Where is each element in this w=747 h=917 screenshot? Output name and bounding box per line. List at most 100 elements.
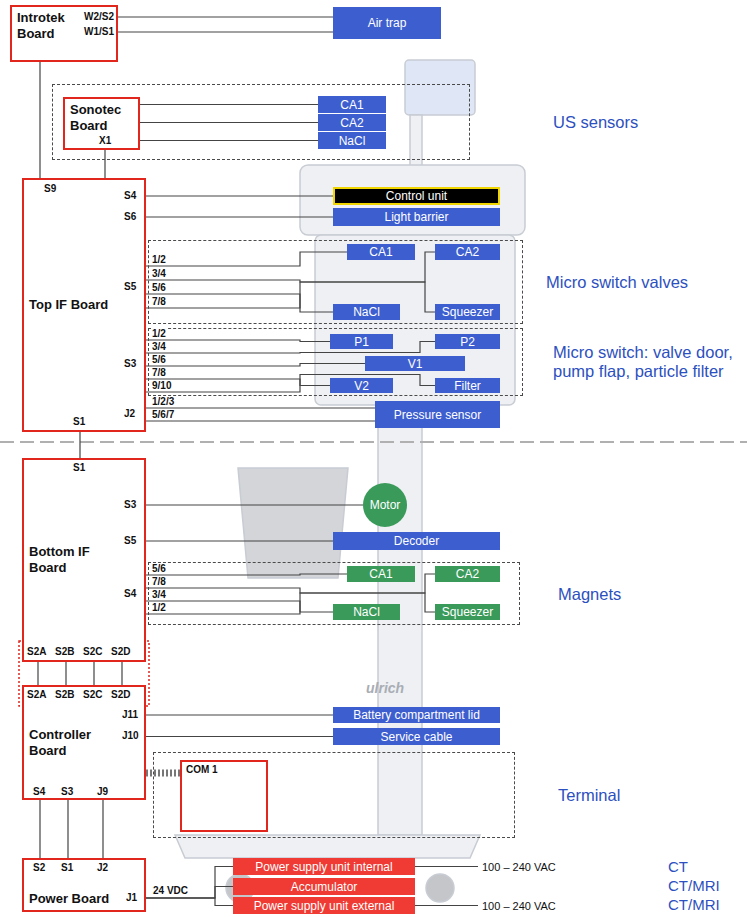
wire xyxy=(146,867,233,899)
wire xyxy=(118,16,333,17)
group-label: US sensors xyxy=(553,113,703,132)
pin-label: 5/6/7 xyxy=(151,409,175,420)
node-label: Power Board xyxy=(29,891,114,907)
node-label: CA1 xyxy=(369,567,392,581)
node-label: NaCl xyxy=(339,134,366,148)
pin-label: S2B xyxy=(55,646,74,657)
pin-label: 9/10 xyxy=(151,380,172,391)
wire xyxy=(146,375,435,393)
pin-label: S2D xyxy=(111,689,130,700)
wire xyxy=(146,898,233,906)
wire xyxy=(140,122,318,123)
wire xyxy=(102,800,103,858)
pin-label: 7/8 xyxy=(151,576,167,587)
serial-cable xyxy=(146,770,180,777)
wire xyxy=(79,432,80,458)
pin-label: S4 xyxy=(124,190,136,201)
node-label: Top IF Board xyxy=(29,297,114,313)
switch-box: Filter xyxy=(435,378,500,393)
pin-label: W1/S1 xyxy=(84,26,114,37)
group-label: Micro switch valves xyxy=(546,273,741,292)
node-label: Accumulator xyxy=(291,880,358,894)
pin-label: S3 xyxy=(61,786,73,797)
wire xyxy=(146,574,347,575)
sensor-group: US sensorsSonotec BoardCA1CA2NaCl xyxy=(52,84,470,160)
pin-label: 7/8 xyxy=(151,367,167,378)
switch-box: V1 xyxy=(365,356,465,371)
pin-label: J1 xyxy=(126,892,137,903)
wire xyxy=(146,195,333,196)
node-label: CA2 xyxy=(456,567,479,581)
wire xyxy=(146,420,375,421)
pin-label: 3/4 xyxy=(151,589,167,600)
mains-wire xyxy=(415,866,478,867)
voltage-label: 100 – 240 VAC xyxy=(482,900,556,912)
switch-box: Squeezer xyxy=(435,304,500,320)
pin-label: 1/2 xyxy=(151,602,167,613)
node-label: Squeezer xyxy=(442,305,493,319)
wire xyxy=(65,662,66,685)
pin-label: S5 xyxy=(124,535,136,546)
pin-label: J9 xyxy=(97,786,108,797)
node-label: Decoder xyxy=(394,534,439,548)
wheel xyxy=(426,874,454,902)
stand-pole xyxy=(378,405,422,835)
system-label: CT xyxy=(668,858,688,876)
pin-label: 1/2 xyxy=(151,328,167,339)
control-unit-box: Control unit xyxy=(333,187,500,205)
pin-label: J2 xyxy=(97,862,108,873)
node-label: P2 xyxy=(460,335,475,349)
magnet-box: CA2 xyxy=(435,566,500,582)
pin-label: S2D xyxy=(111,646,130,657)
magnet-box: Squeezer xyxy=(435,604,500,620)
wire xyxy=(121,662,122,685)
display-arm xyxy=(410,115,422,170)
connector-box: Service cable xyxy=(333,728,500,745)
terminal-port: COM 1 xyxy=(180,760,268,832)
pin-label: X1 xyxy=(99,135,111,146)
node-label: P1 xyxy=(354,335,369,349)
pin-label: 7/8 xyxy=(151,296,167,307)
magnet-box: CA1 xyxy=(347,566,415,582)
wire xyxy=(37,662,38,685)
motor-circle: Motor xyxy=(363,483,407,527)
wire xyxy=(146,340,330,342)
terminal-group: TerminalCOM 1 xyxy=(153,752,515,838)
switch-box: P1 xyxy=(330,334,393,349)
sensor-box: Air trap xyxy=(333,7,441,39)
wire xyxy=(146,294,333,312)
pin-label: S2 xyxy=(33,862,45,873)
pin-label: S2C xyxy=(83,646,102,657)
pin-label: S3 xyxy=(124,499,136,510)
pin-label: S2B xyxy=(55,689,74,700)
connector-box: Battery compartment lid xyxy=(333,707,500,723)
wire xyxy=(146,252,347,266)
valve-section xyxy=(315,235,515,405)
node-label: Air trap xyxy=(368,16,407,30)
switch-box: V2 xyxy=(330,378,393,393)
node-label: Pressure sensor xyxy=(394,408,481,422)
system-label: CT/MRI xyxy=(668,896,720,914)
injector-head xyxy=(300,165,525,235)
pin-label: 24 VDC xyxy=(152,885,189,896)
wire xyxy=(140,104,318,105)
magnet-group: MagnetsCA1CA2NaClSqueezer xyxy=(148,562,520,625)
node-label: Motor xyxy=(370,498,401,512)
node-label: Power supply unit external xyxy=(254,899,395,913)
node-label: NaCl xyxy=(353,305,380,319)
wire xyxy=(39,62,40,178)
pin-label: S4 xyxy=(33,786,45,797)
power-box: Accumulator xyxy=(233,878,415,895)
pin-label: S4 xyxy=(124,588,136,599)
node-label: Light barrier xyxy=(384,210,448,224)
node-label: CA2 xyxy=(340,116,363,130)
node-label: Power supply unit internal xyxy=(255,860,392,874)
sensor-box: Pressure sensor xyxy=(375,401,500,428)
separator-line xyxy=(0,441,747,443)
sensor-box: CA2 xyxy=(318,114,386,131)
switch-box: CA2 xyxy=(435,244,500,260)
pin-label: 1/2/3 xyxy=(151,396,175,407)
node-label: V1 xyxy=(408,357,423,371)
pin-label: S2C xyxy=(83,689,102,700)
